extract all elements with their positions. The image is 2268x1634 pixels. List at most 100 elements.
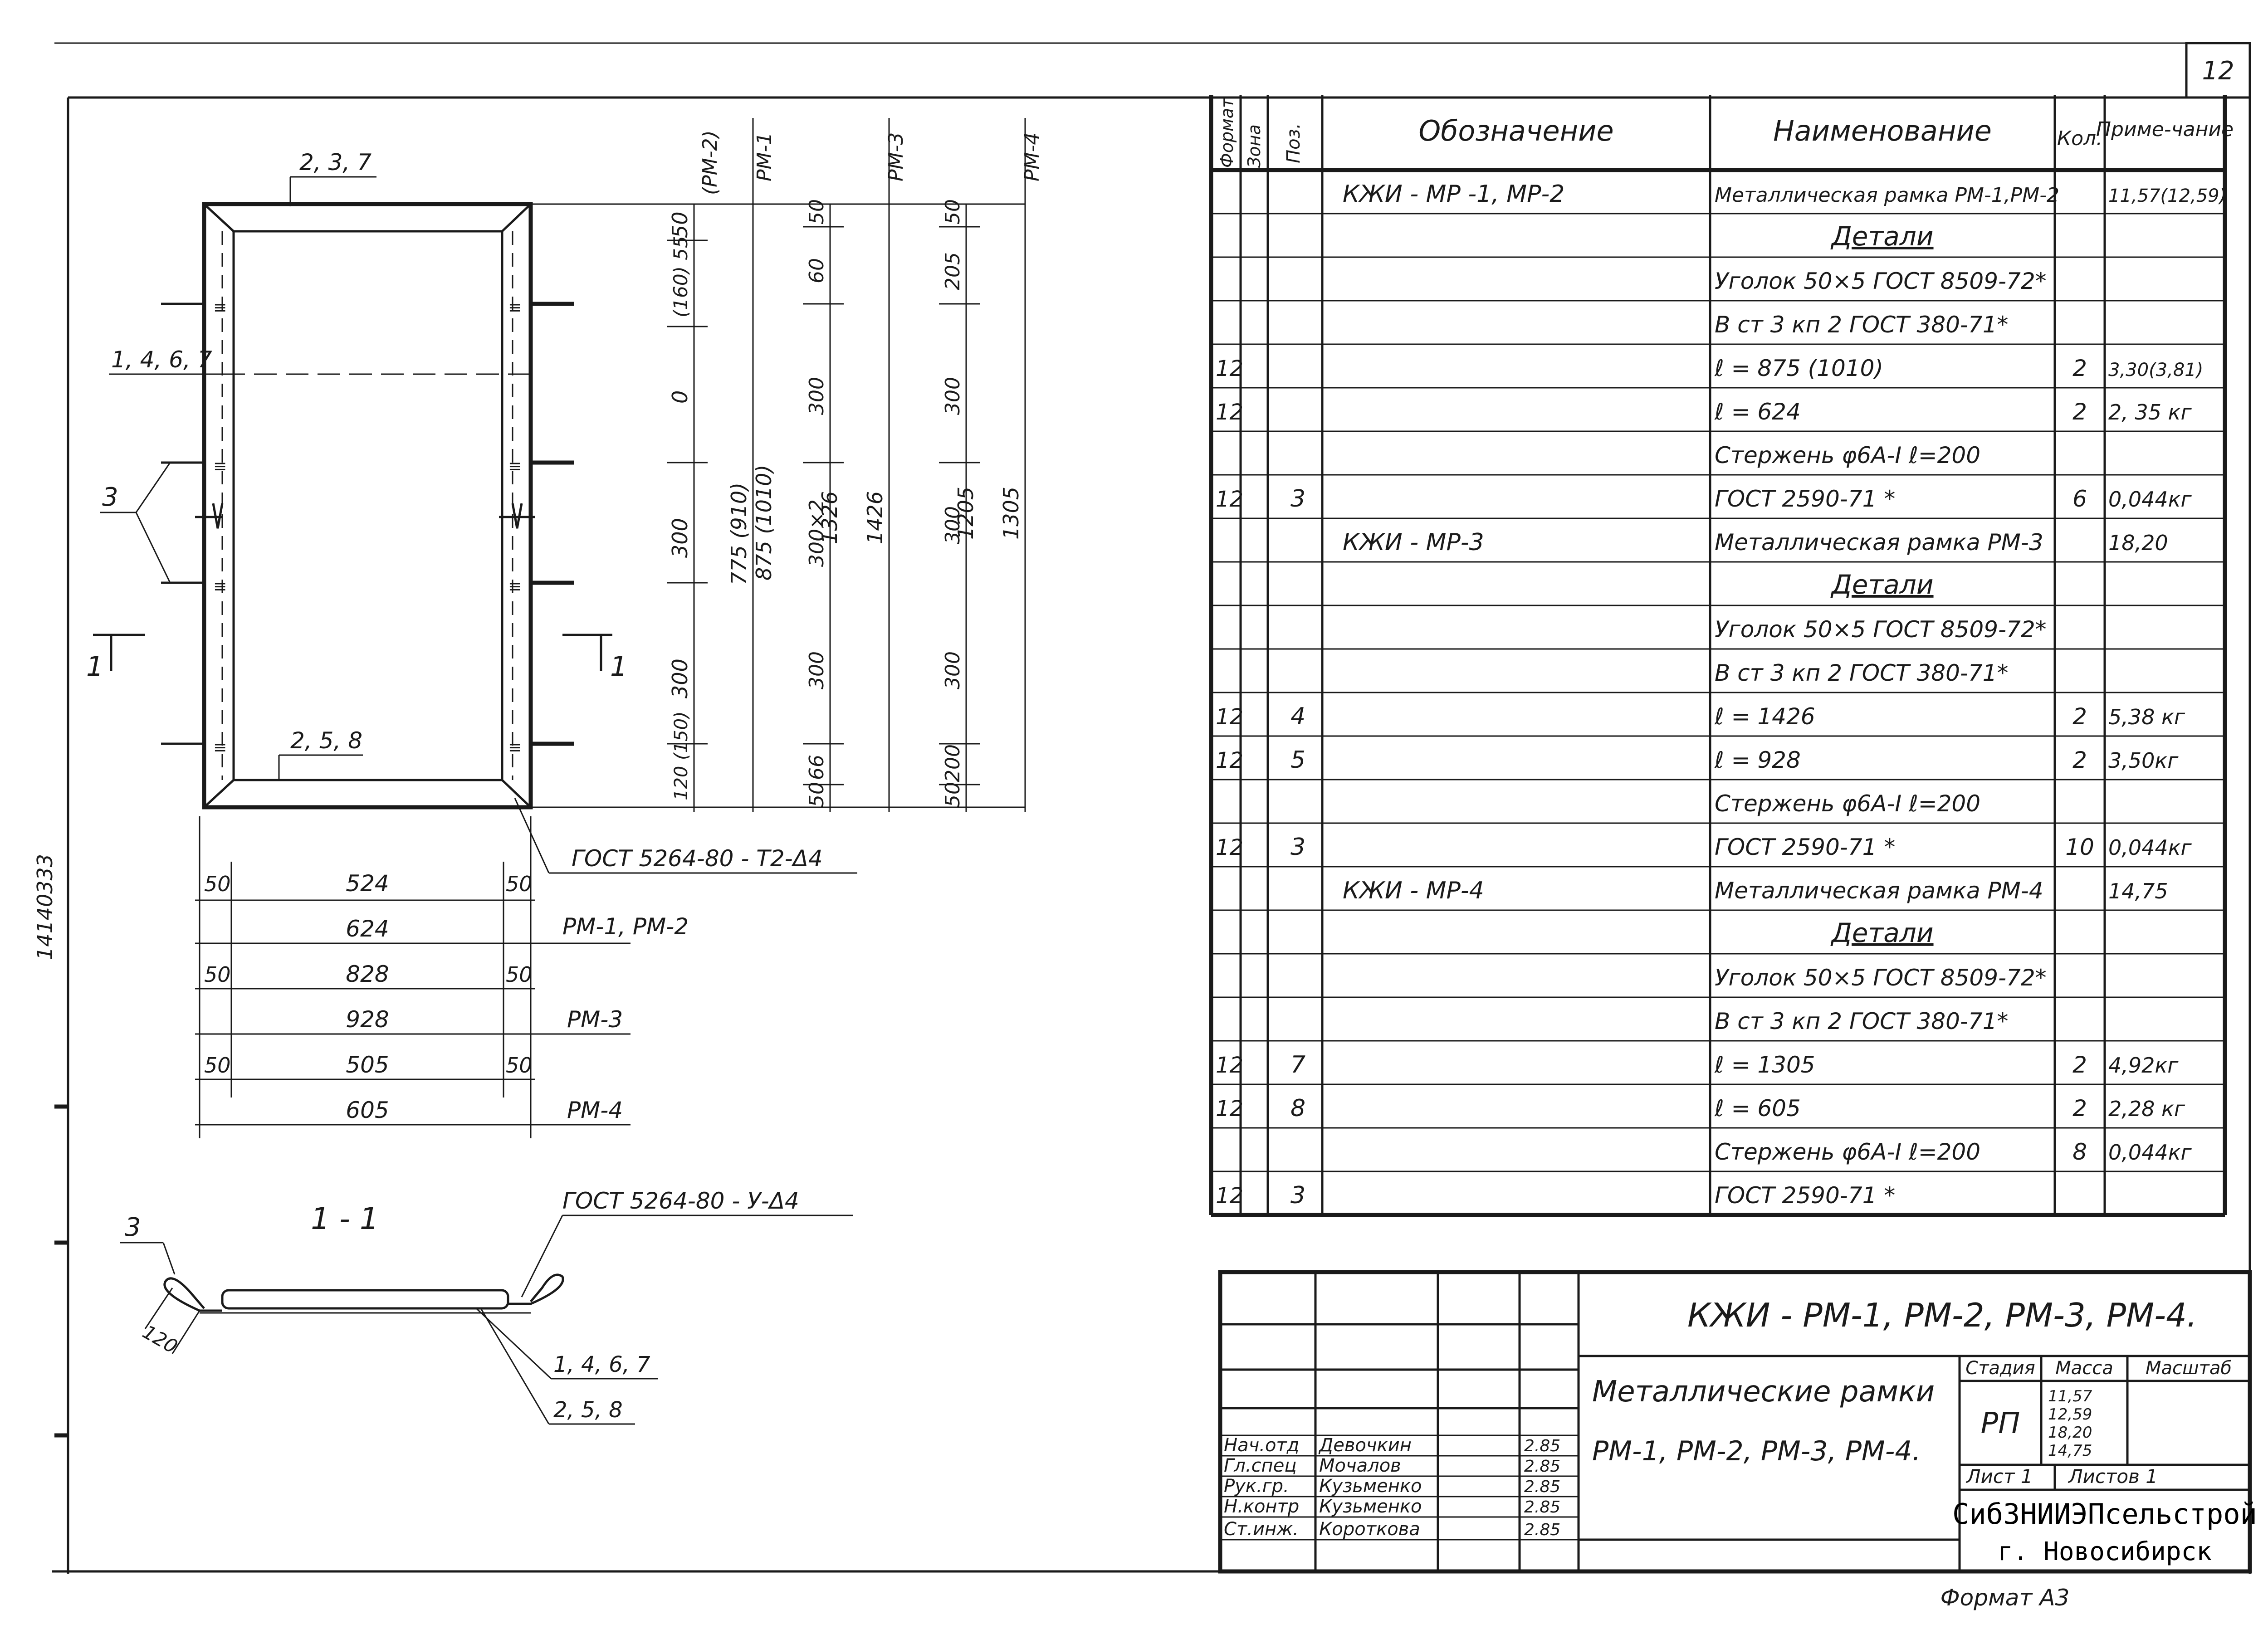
vdim-c5-2: 205: [941, 252, 964, 290]
stage-header: Стадия: [1965, 1358, 2035, 1379]
cell-name: Детали: [1830, 221, 1933, 252]
vdim-c4-1426: 1426: [863, 491, 887, 544]
table-row: Уголок 50×5 ГОСТ 8509-72*: [1715, 616, 2047, 643]
vdim-c1-4: 300: [668, 518, 692, 558]
cell-name: ℓ = 875 (1010): [1714, 355, 1883, 381]
cell-name: В ст 3 кп 2 ГОСТ 380-71*: [1715, 660, 2009, 686]
sheet-number: 12: [2202, 56, 2234, 86]
vdim-c6-rm4: РМ-4: [1021, 132, 1044, 181]
svg-text:≡: ≡: [213, 577, 227, 596]
sheets-label: Листов 1: [2068, 1465, 2158, 1488]
table-row: В ст 3 кп 2 ГОСТ 380-71*: [1715, 1008, 2009, 1034]
staff-date: 2.85: [1524, 1498, 1560, 1517]
cell-note: 2, 35 кг: [2108, 400, 2192, 424]
table-row: Уголок 50×5 ГОСТ 8509-72*: [1715, 268, 2047, 294]
cell-note: 3,50кг: [2108, 748, 2179, 773]
title-name-line2: РМ-1, РМ-2, РМ-3, РМ-4.: [1592, 1435, 1921, 1467]
cell-name: Уголок 50×5 ГОСТ 8509-72*: [1715, 268, 2047, 294]
svg-text:≡: ≡: [213, 298, 227, 317]
cell-note: 3,30(3,81): [2108, 360, 2203, 380]
hdim-r3-mid: 828: [346, 961, 389, 987]
header-name: Наименование: [1773, 114, 1992, 147]
hdim-r3-right: 50: [506, 962, 533, 987]
header-pos: Поз.: [1283, 123, 1304, 163]
svg-text:≡: ≡: [508, 457, 522, 476]
hdim-r4-mid: 928: [346, 1006, 389, 1033]
vdim-c3-5: 300: [805, 651, 828, 689]
vdim-c1-label-775: 775 (910): [727, 483, 751, 585]
cell-qty: 2: [2072, 399, 2087, 425]
cell-format: 12: [1216, 487, 1243, 512]
hdim-r4-label: РМ-3: [567, 1006, 623, 1033]
section-mark-right: 1: [610, 651, 627, 683]
format-label: Формат А3: [1941, 1585, 2070, 1611]
cell-note: 14,75: [2108, 879, 2168, 903]
cell-designation: КЖИ - МР-4: [1343, 877, 1484, 904]
cell-name: Детали: [1830, 917, 1933, 948]
cell-note: 4,92кг: [2108, 1053, 2179, 1078]
cell-qty: 2: [2072, 703, 2087, 730]
cell-name: ℓ = 928: [1714, 747, 1801, 773]
cell-name: Стержень φ6А-I ℓ=200: [1715, 790, 1980, 817]
cell-note: 5,38 кг: [2108, 705, 2185, 729]
cell-format: 12: [1216, 748, 1243, 773]
header-zone: Зона: [1244, 124, 1264, 168]
org-line1: СибЗНИИЭПсельстрой: [1952, 1497, 2257, 1531]
stage-value: РП: [1981, 1407, 2020, 1440]
vdim-c3-1: 50: [805, 199, 828, 224]
cell-pos: 3: [1290, 1182, 1305, 1209]
hdim-r1-right: 50: [506, 872, 533, 896]
staff-name: Кузьменко: [1319, 1476, 1422, 1497]
mass-2: 12,59: [2048, 1405, 2092, 1424]
cell-pos: 7: [1290, 1051, 1305, 1078]
cell-pos: 3: [1290, 485, 1305, 512]
org-line2: г. Новосибирск: [1998, 1537, 2212, 1566]
cell-format: 12: [1216, 1053, 1243, 1078]
cell-name: ГОСТ 2590-71 *: [1715, 834, 1895, 860]
staff-name: Мочалов: [1319, 1455, 1401, 1476]
hdim-r2-label: РМ-1, РМ-2: [562, 913, 689, 940]
cell-qty: 2: [2072, 355, 2087, 381]
frame-elevation: ≡ ≡ ≡ ≡ ≡ ≡ ≡ ≡: [161, 202, 574, 810]
pos-bottom-label: 2, 5, 8: [290, 727, 362, 754]
svg-text:≡: ≡: [508, 298, 522, 317]
cell-note: 0,044кг: [2108, 835, 2192, 860]
title-block: КЖИ - РМ-1, РМ-2, РМ-3, РМ-4. Металличес…: [1218, 1270, 2257, 1574]
svg-text:≡: ≡: [213, 738, 227, 757]
hdim-r6-label: РМ-4: [567, 1097, 623, 1123]
cell-qty: 6: [2072, 486, 2087, 512]
section-pos-bottom: 2, 5, 8: [553, 1397, 623, 1423]
title-name-line1: Металлические рамки: [1592, 1375, 1935, 1409]
header-qty: Кол.: [2057, 127, 2102, 150]
svg-text:≡: ≡: [508, 577, 522, 596]
table-row: Стержень φ6А-I ℓ=200: [1715, 442, 1980, 468]
cell-name: Детали: [1830, 569, 1933, 600]
cell-note: 2,28 кг: [2108, 1097, 2185, 1121]
left-margin-text: 14140333: [33, 854, 57, 960]
cell-note: 0,044кг: [2108, 487, 2192, 512]
vdim-c5-4: 300: [941, 506, 964, 544]
cell-qty: 2: [2072, 747, 2087, 773]
mass-4: 14,75: [2048, 1442, 2092, 1460]
vdim-c3-6: 66: [805, 755, 828, 780]
staff-name: Короткова: [1319, 1519, 1420, 1540]
table-row: В ст 3 кп 2 ГОСТ 380-71*: [1715, 312, 2009, 338]
vdim-c1-3: 0: [668, 390, 692, 404]
svg-text:≡: ≡: [213, 457, 227, 476]
cell-format: 12: [1216, 1096, 1243, 1122]
mass-1: 11,57: [2048, 1387, 2092, 1405]
cell-designation: КЖИ - МР-3: [1343, 529, 1484, 556]
section-1-1: 1 - 1 120 3 ГОСТ 5264-80 - У-Δ4 1, 4, 6,…: [120, 1188, 853, 1425]
cell-pos: 3: [1290, 834, 1305, 861]
